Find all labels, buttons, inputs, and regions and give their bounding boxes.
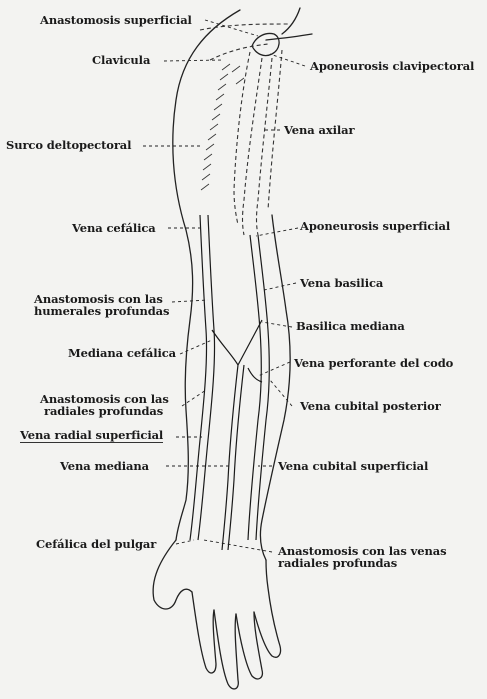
label-vena-axilar: Vena axilar — [284, 124, 354, 136]
label-vena-mediana: Vena mediana — [60, 460, 149, 472]
label-vena-basilica: Vena basilica — [300, 277, 383, 289]
label-anastomosis-radiales-line2: radiales profundas — [44, 405, 163, 417]
label-vena-cubital-posterior: Vena cubital posterior — [300, 400, 441, 412]
label-anastomosis-superficial: Anastomosis superficial — [40, 14, 192, 26]
label-anastomosis-humerales-line2: humerales profundas — [34, 305, 169, 317]
label-vena-cefalica: Vena cefálica — [72, 222, 156, 234]
deep-vessels — [200, 24, 290, 235]
label-surco-deltopectoral: Surco deltopectoral — [6, 139, 131, 151]
label-basilica-mediana: Basilica mediana — [296, 320, 405, 332]
arm-outline — [153, 8, 312, 689]
label-anastomosis-venas-line2: radiales profundas — [278, 557, 397, 569]
label-vena-radial-superficial: Vena radial superficial — [20, 429, 163, 443]
superficial-veins — [190, 215, 269, 550]
label-mediana-cefalica: Mediana cefálica — [68, 347, 176, 359]
label-aponeurosis-superficial: Aponeurosis superficial — [300, 220, 450, 232]
deltopectoral-hatching — [201, 64, 244, 190]
label-vena-cubital-superficial: Vena cubital superficial — [278, 460, 428, 472]
label-vena-perforante: Vena perforante del codo — [294, 357, 453, 369]
label-cefalica-pulgar: Cefálica del pulgar — [36, 538, 156, 550]
label-clavicula: Clavicula — [92, 54, 150, 66]
label-aponeurosis-clavipectoral: Aponeurosis clavipectoral — [310, 60, 474, 72]
